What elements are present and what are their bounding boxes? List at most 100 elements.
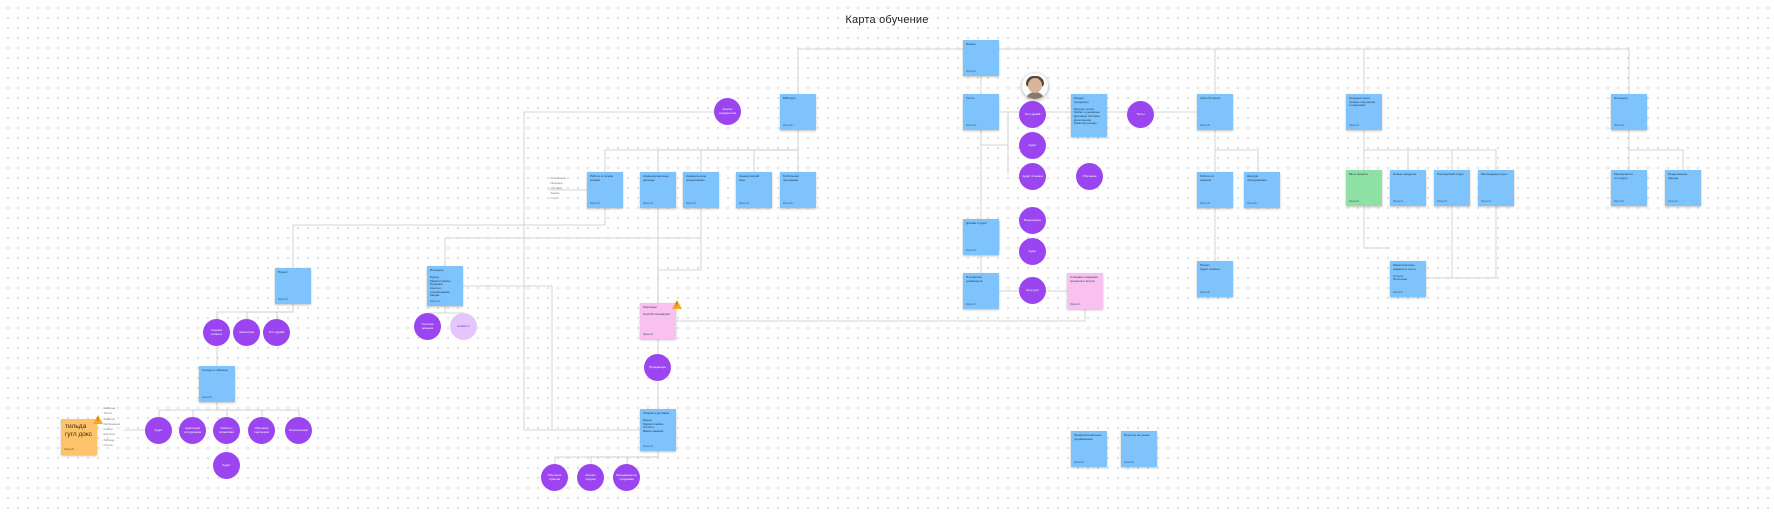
list-item[interactable]: Интервью: [549, 181, 566, 186]
topic-circle[interactable]: Тест-драйв: [263, 319, 290, 346]
warning-icon: !: [672, 300, 682, 309]
topic-circle[interactable]: Анализ конкурентов: [714, 98, 741, 125]
topic-circle[interactable]: Тест-драйв: [1019, 101, 1046, 128]
connector-line: [523, 111, 741, 431]
note-author: Ирина Б.: [643, 202, 654, 206]
list-item[interactable]: Изображения: [102, 422, 120, 427]
connector-line: [1628, 130, 1684, 170]
list-item[interactable]: Анализ: [549, 191, 566, 196]
list-item[interactable]: Ссылки: [102, 427, 120, 432]
topic-circle[interactable]: Продающие: [644, 354, 671, 381]
topic-circle[interactable]: Оценка клиента: [203, 319, 230, 346]
connector-line: [676, 309, 1086, 322]
note-text: Командировочные расходы: [643, 174, 669, 182]
note-author: Ирина Б.: [590, 202, 601, 206]
list-item[interactable]: Шаблоны: [102, 406, 120, 411]
topic-circle[interactable]: Обучение отделов: [541, 464, 568, 491]
topic-circle[interactable]: Аудит: [145, 417, 172, 444]
options-list[interactable]: Шаблоны Тексты Разметка Изображения Ссыл…: [102, 406, 120, 448]
sticky-note[interactable]: Раздел продукции Бренды плоек Мойки и ра…: [1071, 94, 1107, 137]
options-list[interactable]: Регистрация Интервью Обучение Анализ Отч…: [549, 176, 566, 201]
sticky-note[interactable]: Сборка и доставка Бренд Маркетплейсы Лог…: [640, 409, 676, 451]
note-text: Мессенджер отдел: [1481, 172, 1508, 176]
topic-circle[interactable]: Система доверия: [414, 313, 441, 340]
list-item[interactable]: Тексты: [102, 411, 120, 416]
note-author: Ирина Б.: [966, 70, 977, 74]
connector-line: [753, 149, 798, 172]
topic-circle[interactable]: Обучение: [1076, 163, 1103, 190]
topic-circle[interactable]: Тесты: [1127, 101, 1154, 128]
note-text: тильда гугл докс: [65, 423, 93, 438]
sticky-note[interactable]: Маркетинговые задания и тесты Отчеты Пил…: [1390, 261, 1426, 297]
list-item[interactable]: Контакты: [102, 432, 120, 437]
list-item[interactable]: Таблицы: [102, 438, 120, 443]
list-item[interactable]: Разметка: [102, 417, 120, 422]
topic-circle[interactable]: Анализ продаж: [577, 464, 604, 491]
note-author: Ирина Б.: [202, 396, 213, 400]
connector-line: [1452, 149, 1497, 170]
topic-circle[interactable]: Аудит отзывов: [1019, 163, 1046, 190]
topic-circle[interactable]: Аналитика: [233, 319, 260, 346]
topic-circle[interactable]: Менеджеры по продажам: [613, 464, 640, 491]
topic-circle[interactable]: Аудит: [213, 452, 240, 479]
note-author: Ирина Б.: [1668, 200, 1679, 204]
topic-circle[interactable]: Видеокурсы: [1019, 207, 1046, 234]
topic-circle[interactable]: Шоу-рум: [1019, 277, 1046, 304]
sticky-note[interactable]: Продажи через прямых партнеров и компани…: [1346, 94, 1382, 130]
sticky-note[interactable]: Интерьер Бренд Маркетплейсы Продажи Конт…: [427, 266, 463, 306]
connector-line: [1363, 130, 1409, 170]
note-text: Бизнес: [966, 42, 976, 46]
topic-circle[interactable]: Работа с клиентами: [213, 417, 240, 444]
note-text: Дизайн-студия: [966, 221, 987, 225]
list-item[interactable]: Отчеты: [102, 443, 120, 448]
note-author: Ирина Б.: [966, 249, 977, 253]
list-item[interactable]: Обучение: [549, 186, 566, 191]
user-avatar[interactable]: [1022, 73, 1048, 99]
note-text: Предложение бренда: [1668, 172, 1688, 180]
note-text: Партнеры Клуб Б-Специалист: [643, 305, 671, 317]
topic-circle[interactable]: Аудит: [1019, 238, 1046, 265]
note-text: Стенды и образцы: [202, 368, 229, 372]
note-text: Партнерский отдел: [1437, 172, 1464, 176]
topic-circle[interactable]: Аудит: [1019, 132, 1046, 159]
note-text: Раздел продукции Бренды плоек Мойки и ра…: [1074, 96, 1100, 126]
topic-circle[interactable]: Анализ 1: [450, 313, 477, 340]
note-author: Ирина Б.: [1070, 303, 1081, 307]
note-text: Коммерческий звон: [739, 174, 760, 182]
list-item[interactable]: Регистрация: [549, 176, 566, 181]
topic-circle[interactable]: Обучение партнеров: [248, 417, 275, 444]
topic-circle[interactable]: Консультации: [285, 417, 312, 444]
topic-circle[interactable]: Адаптация сотрудников: [179, 417, 206, 444]
note-author: Ирина Б.: [783, 124, 794, 128]
list-item[interactable]: Отчет: [549, 196, 566, 201]
